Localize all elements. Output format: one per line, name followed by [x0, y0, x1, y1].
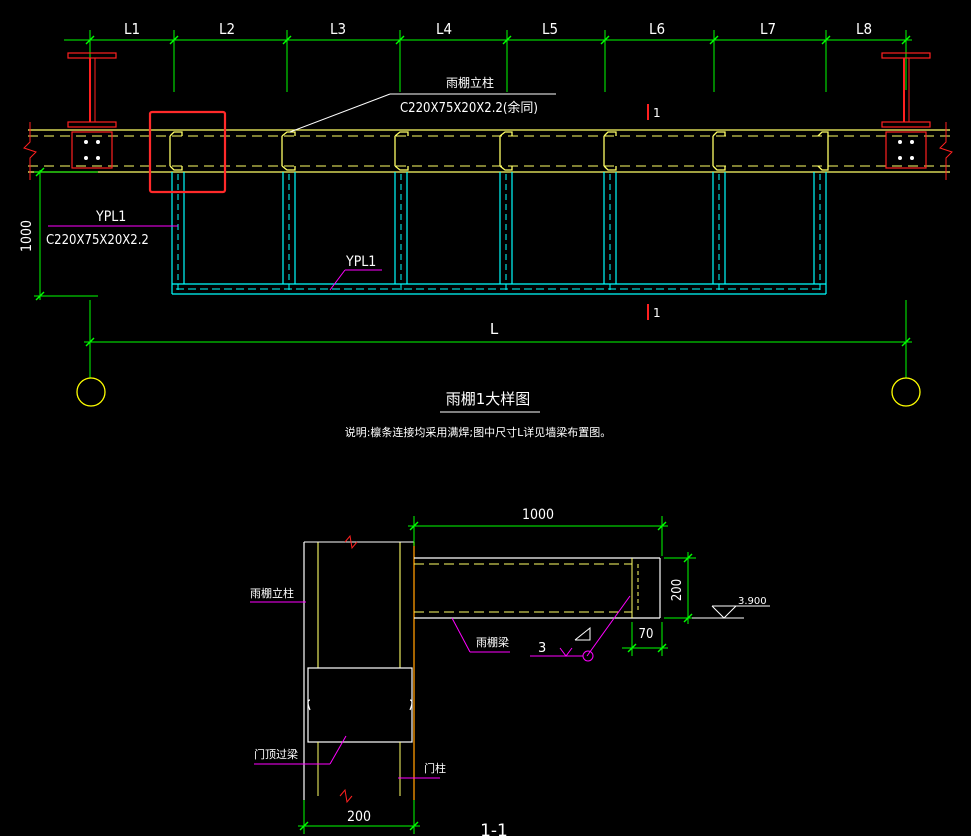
left-height-dimension	[34, 167, 98, 301]
section-lintel	[307, 667, 413, 804]
section-width-dim: 1000	[522, 507, 554, 523]
section-canopy-beam	[414, 557, 661, 619]
section-view: 1000 200 70 200 3.900 3 雨棚立柱	[250, 507, 770, 836]
inner-beam-label: YPL1	[345, 254, 376, 270]
label-door-column: 门柱	[424, 761, 446, 775]
bay-label-l6: L6	[649, 20, 665, 38]
column-callout-title: 雨棚立柱	[446, 75, 494, 90]
section-mark-bottom-label: 1	[653, 306, 661, 320]
right-steel-column	[881, 52, 931, 169]
section-dimensions	[298, 516, 696, 834]
total-dim-text: L	[490, 320, 499, 338]
section-offset-dim: 70	[639, 627, 654, 642]
section-leaders	[250, 601, 510, 779]
bay-label-l7: L7	[760, 20, 776, 38]
left-steel-column	[67, 52, 117, 169]
weld-symbol	[530, 595, 631, 662]
bay-label-l4: L4	[436, 20, 452, 38]
section-mark-bottom: 1	[647, 304, 661, 320]
section-base-dim: 200	[347, 809, 371, 825]
elevation-text: 3.900	[738, 596, 767, 607]
inner-beam-leader	[329, 269, 382, 291]
label-canopy-beam: 雨棚梁	[476, 635, 509, 649]
wall-beam	[23, 122, 953, 180]
highlight-box	[148, 110, 227, 194]
section-title: 1-1	[480, 821, 508, 836]
label-column: 雨棚立柱	[250, 586, 294, 600]
total-dimension	[84, 300, 912, 378]
bay-label-l3: L3	[330, 20, 346, 38]
detail-title: 雨棚1大样图	[446, 390, 531, 408]
column-callout	[289, 93, 556, 133]
label-lintel: 门顶过梁	[254, 747, 298, 761]
section-height-dim: 200	[670, 579, 685, 601]
section-mark-top: 1	[647, 104, 661, 120]
beam-label: YPL1	[95, 209, 126, 225]
bay-label-l5: L5	[542, 20, 558, 38]
top-dimension-chain	[64, 30, 912, 92]
beam-spec: C220X75X20X2.2	[46, 233, 149, 248]
bay-label-l8: L8	[856, 20, 872, 38]
column-callout-spec: C220X75X20X2.2(余同)	[400, 100, 538, 116]
left-height-dim-text: 1000	[19, 220, 35, 252]
section-mark-top-label: 1	[653, 106, 661, 120]
bay-label-l1: L1	[124, 20, 140, 38]
beam-column-junctions	[169, 131, 829, 171]
weld-number: 3	[538, 641, 546, 656]
detail-note: 说明:檩条连接均采用满焊;图中尺寸L详见墙梁布置图。	[345, 425, 612, 439]
plan-view: L1 L2 L3 L4 L5 L6 L7 L8	[19, 20, 953, 439]
axis-bubble-right	[891, 377, 921, 407]
elevation-marker	[692, 605, 770, 619]
axis-bubble-left	[76, 377, 106, 407]
section-column	[303, 534, 415, 800]
canopy-frame	[171, 172, 827, 295]
bay-label-l2: L2	[219, 20, 235, 38]
